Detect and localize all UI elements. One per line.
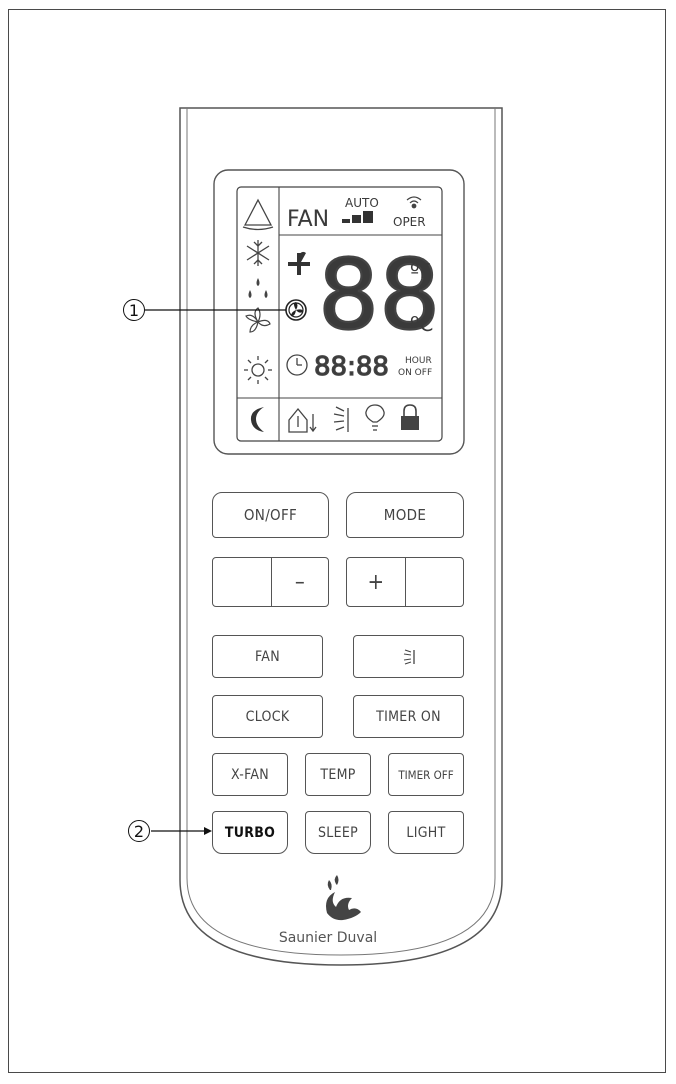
- light-button[interactable]: LIGHT: [388, 811, 464, 854]
- lcd-auto-label: AUTO: [345, 196, 379, 210]
- lcd-oper-label: OPER: [393, 215, 426, 229]
- lcd-clock-digits: 88:88: [314, 352, 389, 382]
- lcd-on-off-label: ON OFF: [398, 368, 432, 378]
- timer-off-button[interactable]: TIMER OFF: [388, 753, 464, 796]
- snowflake-icon: [246, 240, 270, 266]
- lcd-fan-label: FAN: [287, 207, 329, 232]
- lcd-inner: [236, 186, 443, 442]
- lcd-unit-c: ºC: [410, 312, 433, 336]
- sleep-button[interactable]: SLEEP: [305, 811, 371, 854]
- left-blank-button[interactable]: [212, 557, 272, 607]
- auto-mode-icon: [242, 198, 274, 231]
- fan-speed-bars: [342, 211, 373, 223]
- lcd-temp-digits: 88: [318, 239, 440, 351]
- sun-heat-icon: [244, 356, 272, 384]
- brand-name: Saunier Duval: [278, 930, 378, 946]
- brand-logo-icon: [326, 875, 361, 921]
- plus-button[interactable]: +: [346, 557, 406, 607]
- mode-button[interactable]: MODE: [346, 492, 464, 538]
- timer-on-button[interactable]: TIMER ON: [353, 695, 464, 738]
- turbo-button[interactable]: TURBO: [212, 811, 288, 854]
- dry-drops-icon: [248, 278, 268, 298]
- swing-icon: [333, 406, 349, 432]
- on-off-button[interactable]: ON/OFF: [212, 492, 329, 538]
- swing-icon: [403, 648, 415, 665]
- fan-mode-icon: [245, 307, 271, 333]
- home-temp-icon: [288, 407, 317, 433]
- temp-button[interactable]: TEMP: [305, 753, 371, 796]
- moon-sleep-icon: [250, 407, 264, 432]
- swing-button[interactable]: [353, 635, 464, 678]
- right-blank-button[interactable]: [405, 557, 464, 607]
- turbo-icon: [285, 299, 307, 321]
- bulb-icon: [365, 404, 385, 431]
- clock-icon: [286, 354, 308, 376]
- fan-button[interactable]: FAN: [212, 635, 323, 678]
- lcd-unit-f: ºF: [410, 259, 431, 283]
- lock-icon: [401, 404, 419, 430]
- fan-blade-icon: [288, 251, 310, 275]
- signal-icon: [406, 196, 422, 209]
- remote-body-inner: [186, 108, 496, 956]
- x-fan-button[interactable]: X-FAN: [212, 753, 288, 796]
- clock-button[interactable]: CLOCK: [212, 695, 323, 738]
- callout-2-marker: 2: [128, 820, 150, 842]
- callout-1-marker: 1: [123, 299, 145, 321]
- lcd-hour-label: HOUR: [405, 356, 432, 366]
- minus-button[interactable]: –: [271, 557, 329, 607]
- callout-2-arrowhead: [204, 827, 212, 835]
